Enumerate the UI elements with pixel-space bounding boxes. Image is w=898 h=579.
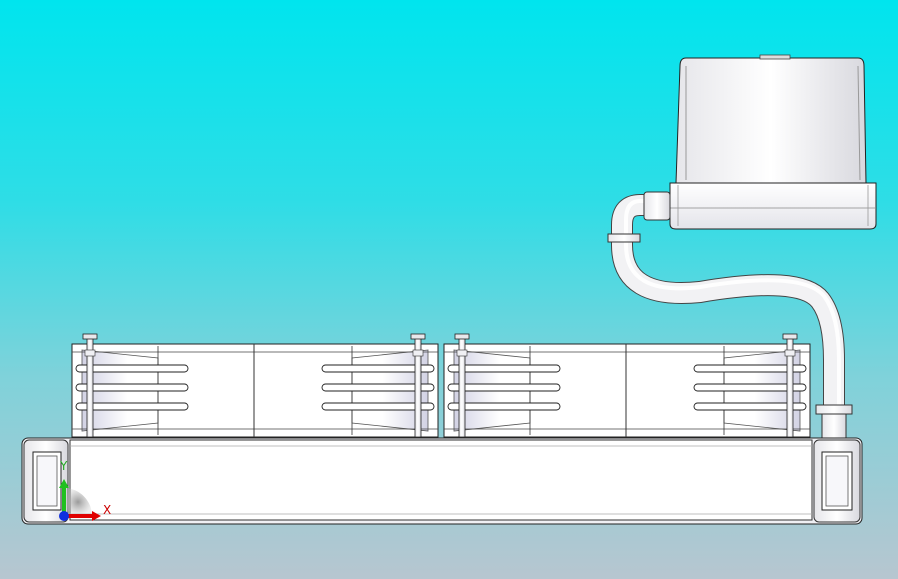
fan-slot: [75, 364, 189, 373]
fan-slot: [75, 383, 189, 392]
fan-slot: [693, 383, 807, 392]
fan-assembly: [71, 333, 811, 438]
y-axis-label: Y: [59, 459, 68, 473]
fan-1[interactable]: [71, 333, 439, 438]
mounting-screw: [454, 333, 470, 438]
coordinate-triad: X Y: [59, 459, 111, 521]
radiator[interactable]: [21, 437, 863, 525]
radiator-end-tank-right: [813, 439, 861, 523]
fan-slot: [447, 402, 561, 411]
z-axis-dot: [59, 511, 69, 521]
radiator-end-tank-left: [23, 439, 69, 523]
fan-slot: [321, 402, 435, 411]
fan-slot: [693, 402, 807, 411]
mounting-screw: [82, 333, 98, 438]
fan-slot: [75, 402, 189, 411]
fan-2[interactable]: [443, 333, 811, 438]
mounting-screw: [410, 333, 426, 438]
mounting-screw: [782, 333, 798, 438]
fan-slot: [321, 383, 435, 392]
fan-slot: [447, 364, 561, 373]
reservoir-pump[interactable]: [669, 54, 877, 230]
fan-slot: [447, 383, 561, 392]
x-axis-label: X: [103, 503, 111, 517]
fan-slot: [321, 364, 435, 373]
coolant-tube: [607, 191, 853, 443]
fan-slot: [693, 364, 807, 373]
